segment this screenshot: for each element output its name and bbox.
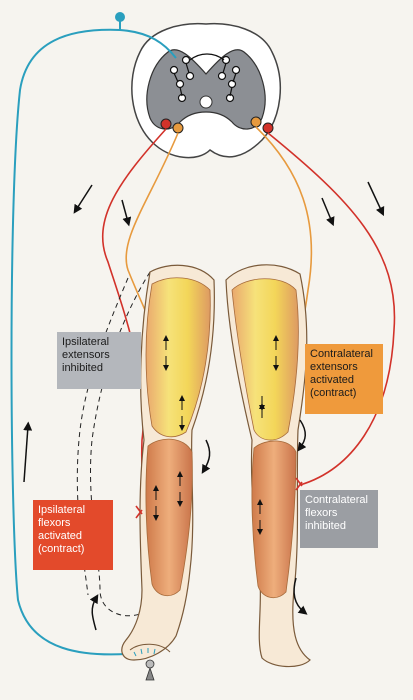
muscle-arrow-icons	[153, 335, 279, 535]
label-line: flexors	[305, 507, 338, 519]
label-line: Contralateral	[310, 348, 373, 360]
label-line: Ipsilateral	[62, 336, 110, 348]
label-line: Ipsilateral	[38, 504, 86, 516]
label-line: extensors	[62, 349, 110, 361]
ipsilateral-leg	[121, 264, 215, 661]
label-line: activated	[38, 530, 83, 542]
contralateral-calf	[251, 440, 297, 599]
stimulus-tack	[133, 648, 156, 681]
label-line: (contract)	[38, 543, 85, 555]
contralateral-extensor-motor-neuron	[250, 116, 262, 128]
label-line: (contract)	[310, 387, 357, 399]
ipsilateral-quadriceps	[145, 277, 211, 438]
label-line: activated	[310, 374, 355, 386]
ipsilateral-extensor-motor-neuron	[172, 122, 184, 134]
contralateral-extensors-label: Contralateral extensors activated (contr…	[305, 344, 383, 414]
contralateral-leg	[225, 264, 311, 668]
contralateral-flexors-label: Contralateral flexors inhibited	[300, 490, 378, 548]
ipsilateral-flexors-label: Ipsilateral flexors activated (contract)	[33, 500, 113, 570]
label-line: flexors	[38, 517, 71, 529]
ipsilateral-calf	[145, 438, 193, 597]
ipsilateral-extensors-label: Ipsilateral extensors inhibited	[57, 332, 141, 389]
direction-arrow-icon	[23, 181, 385, 631]
label-line: inhibited	[62, 362, 103, 374]
spinal-cord-section	[131, 22, 282, 159]
synapse-terminal-icon	[135, 477, 303, 519]
central-canal	[199, 95, 213, 109]
contralateral-flexor-motor-neuron	[262, 122, 274, 134]
contralateral-quadriceps	[231, 278, 299, 441]
stimulus-pin-icon	[115, 12, 125, 22]
ipsilateral-flexor-motor-neuron	[160, 118, 172, 130]
label-line: Contralateral	[305, 494, 368, 506]
label-line: extensors	[310, 361, 358, 373]
label-line: inhibited	[305, 520, 346, 532]
